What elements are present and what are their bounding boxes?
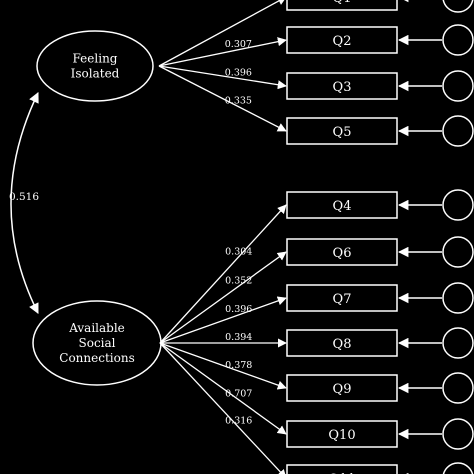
loading-value: 0.307 xyxy=(225,39,252,50)
error-term-circle xyxy=(442,115,474,147)
loading-arrow xyxy=(159,296,287,344)
error-term-circle xyxy=(442,24,474,56)
loading-arrow xyxy=(159,342,287,474)
error-term-circle xyxy=(442,418,474,450)
latent-factor-label: Feeling xyxy=(73,52,118,66)
latent-factor-label: Available xyxy=(68,321,125,335)
loading-arrow xyxy=(158,65,287,132)
item-label: Q11 xyxy=(328,472,355,474)
error-term-circle xyxy=(442,70,474,102)
loading-value: 0.304 xyxy=(225,246,252,257)
item-box-q11 xyxy=(286,464,398,474)
item-label: Q3 xyxy=(333,80,352,95)
latent-factor-label: Isolated xyxy=(71,67,120,81)
loading-value: 0.707 xyxy=(225,388,252,399)
error-term-circle xyxy=(442,327,474,359)
error-term-circle xyxy=(442,372,474,404)
loading-value: 0.352 xyxy=(225,276,252,287)
loading-arrow xyxy=(158,0,287,67)
loading-arrow xyxy=(159,204,287,344)
item-box-q7 xyxy=(286,284,398,312)
loading-value: 0.394 xyxy=(225,332,252,343)
latent-factor-label: Social xyxy=(79,336,116,350)
loading-value: 0.335 xyxy=(225,95,252,106)
loading-arrow xyxy=(159,251,287,344)
item-label: Q4 xyxy=(333,199,352,214)
item-label: Q5 xyxy=(333,125,352,140)
error-term-circle xyxy=(442,282,474,314)
item-box-q8 xyxy=(286,329,398,357)
item-box-q10 xyxy=(286,420,398,448)
item-label: Q1 xyxy=(333,0,352,6)
error-term-circle xyxy=(442,462,474,474)
factor-correlation-value: 0.516 xyxy=(9,191,39,203)
loading-arrow xyxy=(158,65,287,90)
loading-arrow xyxy=(158,37,287,67)
item-box-q5 xyxy=(286,117,398,145)
item-label: Q6 xyxy=(333,246,352,261)
item-box-q1 xyxy=(286,0,398,11)
item-label: Q2 xyxy=(333,34,352,49)
latent-factor-isolated xyxy=(36,30,154,102)
item-label: Q10 xyxy=(328,428,355,443)
item-box-q6 xyxy=(286,238,398,266)
loading-value: 0.396 xyxy=(225,67,252,78)
error-term-circle xyxy=(442,0,474,13)
item-label: Q7 xyxy=(333,292,352,307)
loading-value: 0.316 xyxy=(225,416,252,427)
item-box-q4 xyxy=(286,191,398,219)
loading-value: 0.378 xyxy=(225,360,252,371)
error-term-circle xyxy=(442,236,474,268)
loading-arrow xyxy=(159,342,287,390)
latent-factor-label: Connections xyxy=(59,351,134,365)
loading-arrow xyxy=(159,342,287,435)
item-box-q9 xyxy=(286,374,398,402)
item-label: Q8 xyxy=(333,337,352,352)
error-term-circle xyxy=(442,189,474,221)
item-box-q3 xyxy=(286,72,398,100)
item-label: Q9 xyxy=(333,382,352,397)
factor-correlation-arrow xyxy=(10,92,39,314)
latent-factor-social xyxy=(32,300,162,386)
loading-value: 0.396 xyxy=(225,304,252,315)
item-box-q2 xyxy=(286,26,398,54)
